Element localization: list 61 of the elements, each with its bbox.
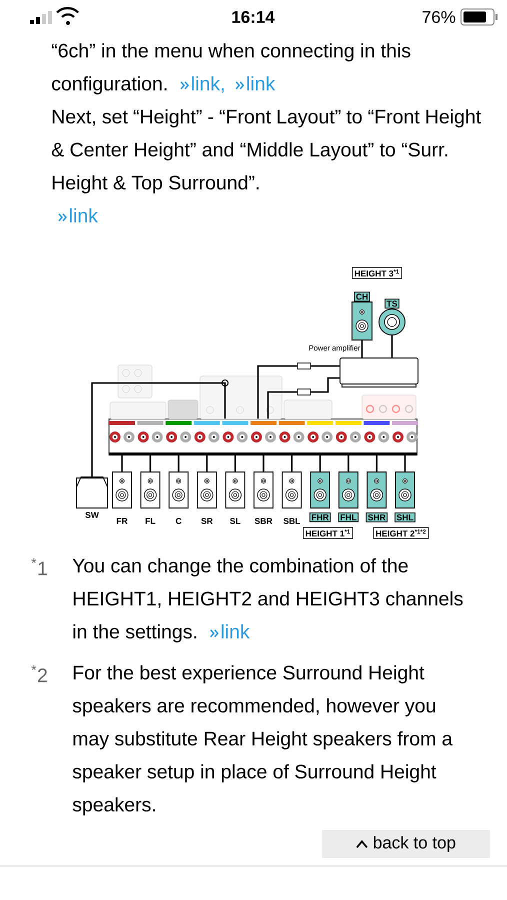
node-label: FHL [340,514,356,520]
node-label: SL [230,518,240,524]
node-label: TS [386,300,398,307]
cable [267,377,340,419]
footnote-mark: $^{*}$2 [31,665,47,682]
cable [206,455,208,472]
cable [291,455,293,472]
speaker: FL [140,472,160,524]
node-label: SBR [254,518,272,524]
cable [262,455,264,472]
link: link [235,76,276,90]
node-label: SHL [396,514,414,520]
cable [404,455,406,472]
node-label: SHR [368,514,386,520]
cable [361,340,363,358]
paragraph: “6ch” in the menu when connecting in this configuration. link, link [52,43,410,94]
speaker: FHL [338,472,359,522]
link: link [210,624,250,638]
node-label: CH [356,294,368,300]
cable [91,382,226,478]
footnote-text: For the best experience Surround Height speakers are recommended, however you may substitute Rear Height speakers from a speaker setup in place of Surround Height speakers. [72,665,453,816]
node-label: FHR [312,514,329,520]
speaker: FR [112,472,132,524]
cable [376,455,378,472]
receiver-drawing [108,364,418,456]
group-label: HEIGHT 2$^{*1*2}$ [373,527,429,539]
node-label: FR [116,518,128,524]
node-label: C [176,518,182,524]
cable [391,335,393,358]
speaker: SBR [254,472,274,524]
cable [121,455,123,472]
link: link [58,208,98,222]
speaker: CH [352,292,372,340]
footnote-text: You can change the combination of the HEIGHT1, HEIGHT2 and HEIGHT3 channels in the settings. link [72,558,463,642]
node-label: SR [201,518,213,524]
group-label: HEIGHT 3$^{*1}$ [352,267,402,279]
node-label: SW [85,512,99,518]
footnote-mark: $^{*}$1 [31,558,47,576]
node-label: SBL [284,518,300,524]
cable [257,362,340,419]
group-label: HEIGHT 1$^{*1}$ [302,527,354,539]
speaker: TS [378,298,406,336]
speaker: SL [225,472,246,524]
paragraph: Next, set “Height” - “Front Layout” to “Front Height & Center Height” and “Middle Layout” to “Surr. Height & Top Surround”. link [52,109,481,222]
back-to-top-button: back to top [322,830,490,858]
link: link, [180,76,224,93]
cable [234,455,236,472]
speaker: SR [196,472,217,524]
subwoofer: SW [76,476,108,518]
cable [319,455,321,472]
speaker: SHL [394,472,416,522]
clock-text: 16:14 [232,10,275,24]
speaker: C [168,472,189,524]
cable [178,455,180,472]
battery-text: 76% [422,10,456,24]
speaker: SBL [282,472,302,524]
node-label: FL [146,518,156,524]
speaker: FHR [309,472,331,522]
cable [348,455,350,472]
speaker: SHR [366,472,388,522]
cable [150,455,152,472]
